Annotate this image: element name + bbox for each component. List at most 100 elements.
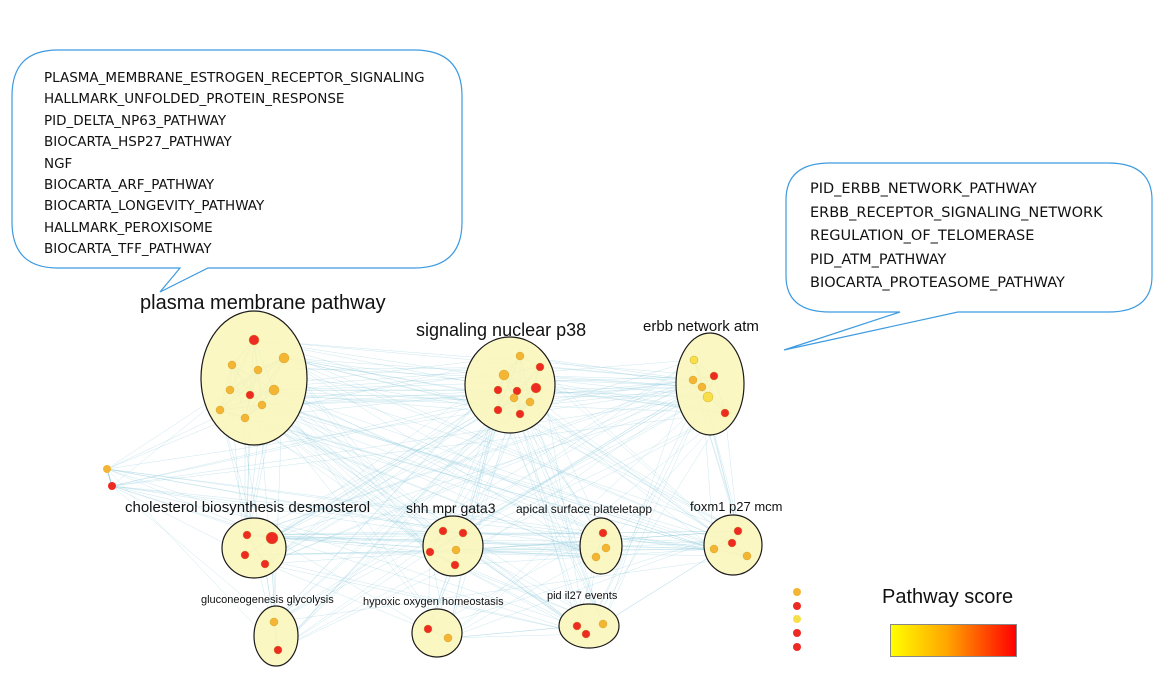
network-edge xyxy=(271,396,709,539)
network-edge xyxy=(271,413,521,539)
legend-dot xyxy=(793,629,801,637)
pathway-node xyxy=(240,413,250,423)
network-edge xyxy=(264,413,521,565)
network-edge xyxy=(261,404,733,544)
network-edge xyxy=(229,389,748,557)
pathway-node xyxy=(268,384,280,396)
network-edge xyxy=(447,625,578,639)
network-edge xyxy=(257,369,739,532)
pathway-node xyxy=(515,409,525,419)
network-edge xyxy=(271,530,739,539)
pathway-node xyxy=(260,559,270,569)
network-edge xyxy=(264,401,531,565)
network-edge xyxy=(585,412,726,635)
network-edge xyxy=(219,409,604,625)
pathway-node xyxy=(425,547,435,557)
network-edge xyxy=(244,554,587,635)
network-edge xyxy=(246,409,499,536)
network-edge xyxy=(539,366,694,381)
callout-item: PID_ATM_PATHWAY xyxy=(810,251,947,268)
network-edge xyxy=(264,386,703,565)
network-edge xyxy=(246,379,694,536)
network-edge xyxy=(106,468,279,651)
network-edge xyxy=(519,413,733,544)
network-edge xyxy=(111,485,607,549)
cluster-label-shh: shh mpr gata3 xyxy=(406,500,496,516)
network-edge xyxy=(273,555,748,623)
network-edge xyxy=(261,404,604,534)
network-edge xyxy=(273,379,694,623)
pathway-node xyxy=(581,629,591,639)
pathway-node xyxy=(493,405,503,415)
network-edge xyxy=(277,551,431,651)
network-edge xyxy=(111,397,515,487)
network-edge xyxy=(273,389,449,639)
network-edge xyxy=(277,401,531,651)
cluster-label-hypoxic: hypoxic oxygen homeostasis xyxy=(363,596,504,608)
network-edge xyxy=(244,417,715,550)
network-edge xyxy=(602,532,715,550)
network-edge xyxy=(264,375,715,565)
cluster-layer xyxy=(200,310,763,667)
callout-left-bubble xyxy=(11,49,463,293)
network-edge xyxy=(106,468,578,627)
network-edge xyxy=(106,468,464,534)
network-edge xyxy=(273,374,505,623)
network-edge xyxy=(529,401,604,625)
callout-item: PLASMA_MEMBRANE_ESTROGEN_RECEPTOR_SIGNAL… xyxy=(44,70,425,86)
network-edge xyxy=(429,412,726,553)
pathway-node xyxy=(572,621,582,631)
pathway-node xyxy=(242,530,252,540)
cluster-apical xyxy=(579,517,623,575)
pathway-node xyxy=(727,538,737,548)
network-edge xyxy=(271,537,429,630)
network-edge xyxy=(106,468,748,557)
network-edge xyxy=(273,396,709,623)
pathway-node xyxy=(598,528,608,538)
cluster-hypoxic xyxy=(411,608,463,658)
network-edge xyxy=(264,374,505,565)
legend-dot xyxy=(793,588,801,596)
network-edge xyxy=(277,359,695,651)
network-edge xyxy=(447,530,739,639)
network-edge xyxy=(111,485,587,635)
pathway-node xyxy=(720,408,730,418)
network-edge xyxy=(219,409,715,550)
pathway-node xyxy=(438,526,448,536)
callout-left-list: PLASMA_MEMBRANE_ESTROGEN_RECEPTOR_SIGNAL… xyxy=(44,68,425,261)
callout-item: BIOCARTA_TFF_PATHWAY xyxy=(44,241,212,258)
pathway-node xyxy=(458,528,468,538)
pathway-node xyxy=(451,545,461,555)
network-edge xyxy=(283,357,604,534)
pathway-node xyxy=(509,393,519,403)
network-edge xyxy=(229,389,715,550)
pathway-node xyxy=(702,391,714,403)
network-edge xyxy=(497,409,739,532)
cluster-label-p38: signaling nuclear p38 xyxy=(416,320,587,340)
cluster-cholesterol xyxy=(221,517,287,579)
network-edge xyxy=(724,412,739,532)
cluster-label-pid_il27: pid il27 events xyxy=(547,590,618,602)
network-edge xyxy=(244,417,456,566)
network-edge xyxy=(273,389,431,553)
pathway-node xyxy=(245,390,255,400)
network-edge xyxy=(246,375,715,536)
callout-item: HALLMARK_PEROXISOME xyxy=(44,219,213,236)
cluster-label-foxm1: foxm1 p27 mcm xyxy=(690,499,783,514)
network-edge xyxy=(261,404,587,635)
callout-item: ERBB_RECEPTOR_SIGNALING_NETWORK xyxy=(810,204,1103,221)
pathway-node xyxy=(273,645,283,655)
cluster-label-plasma: plasma membrane pathway xyxy=(140,292,386,314)
cluster-plasma xyxy=(200,310,308,446)
network-edge xyxy=(519,386,703,415)
pathway-node xyxy=(423,624,433,634)
callout-item: BIOCARTA_ARF_PATHWAY xyxy=(44,177,215,194)
pathway-node xyxy=(265,531,279,545)
pathway-node xyxy=(493,385,503,395)
network-edge xyxy=(513,397,604,625)
cluster-label-erbb: erbb network atm xyxy=(643,318,759,335)
pathway-node xyxy=(278,352,290,364)
pathway-node xyxy=(225,385,235,395)
network-edge xyxy=(249,394,715,550)
cluster-label-gluco: gluconeogenesis glycolysis xyxy=(201,594,334,606)
